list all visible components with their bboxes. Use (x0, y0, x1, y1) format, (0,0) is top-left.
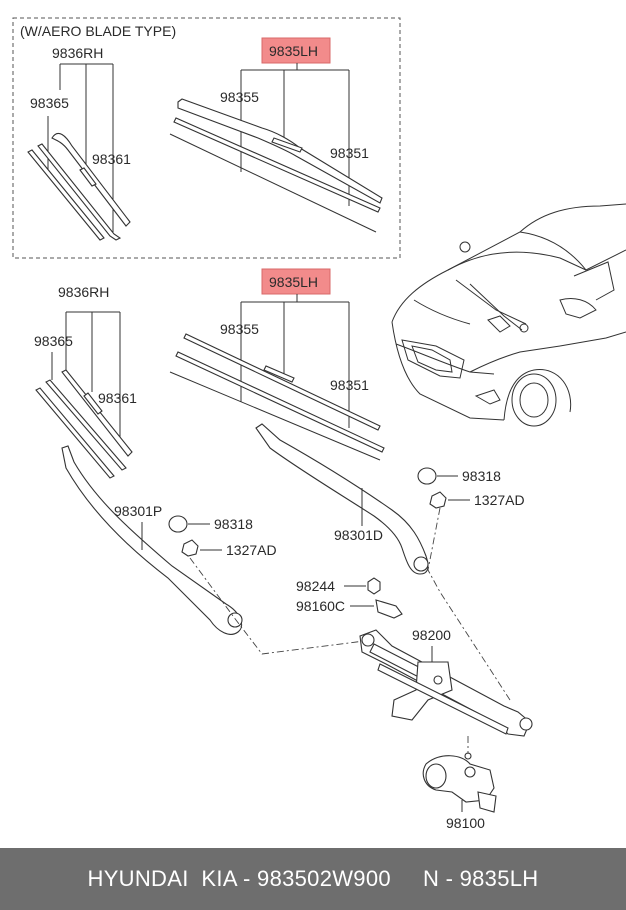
label-98160c[interactable]: 98160C (296, 598, 345, 614)
label-1327ad-left[interactable]: 1327AD (226, 542, 277, 558)
nut-98244 (367, 577, 381, 595)
dash-arm-right-to-linkage (427, 507, 511, 701)
lh-rubber-line (169, 371, 381, 461)
label-9835lh-inset[interactable]: 9835LH (269, 43, 318, 59)
rh-blade-adapter (83, 392, 103, 415)
label-98318-right[interactable]: 98318 (462, 468, 501, 484)
label-98355[interactable]: 98355 (220, 321, 259, 337)
vehicle-sketch (391, 203, 626, 427)
wiper-arm-98301p (61, 445, 243, 635)
highlight-9835lh (261, 268, 331, 295)
label-1327ad-right[interactable]: 1327AD (474, 492, 525, 508)
label-98318-left[interactable]: 98318 (214, 516, 253, 532)
label-98365-inset[interactable]: 98365 (30, 95, 69, 111)
lh-blade-adapter (263, 365, 295, 383)
lh-aero-blade-inset (177, 98, 383, 204)
wiper-arm-98301d (255, 423, 429, 575)
rh-blade-rubber (45, 379, 127, 471)
label-98200[interactable]: 98200 (412, 627, 451, 643)
lh-blade-frame (183, 333, 381, 431)
label-98244[interactable]: 98244 (296, 578, 335, 594)
lh-rubber-line-inset (169, 133, 377, 233)
wiper-parts-diagram: (W/AERO BLADE TYPE) 9836RH 98365 98361 9… (12, 17, 626, 831)
label-9836rh-inset[interactable]: 9836RH (52, 45, 103, 61)
lh-blade-adapter-inset (271, 137, 303, 153)
label-98301d[interactable]: 98301D (334, 527, 383, 543)
label-9836rh[interactable]: 9836RH (58, 284, 109, 300)
footer-bar: HYUNDAI KIA - 983502W900 N - 9835LH (0, 848, 626, 910)
label-98355-inset[interactable]: 98355 (220, 89, 259, 105)
leader-9835lh (240, 294, 350, 428)
aero-blade-inset-frame (12, 17, 401, 259)
bracket-98160c (375, 599, 403, 619)
cap-98318-right (417, 467, 437, 485)
nut-1327ad-right (429, 491, 447, 509)
lh-refill-strip-inset (173, 117, 381, 213)
nut-1327ad-left (181, 539, 199, 557)
inset-title: (W/AERO BLADE TYPE) (20, 23, 176, 39)
label-98365[interactable]: 98365 (34, 333, 73, 349)
dash-arm-left-to-linkage (189, 557, 373, 655)
arm-98301d-pivot (413, 556, 429, 572)
wiper-motor-98100 (422, 752, 497, 813)
rh-blade-adapter-inset (79, 167, 97, 187)
arm-98301p-pivot (227, 612, 243, 628)
leader-9836rh-inset (59, 63, 114, 232)
highlight-9835lh-inset (261, 37, 331, 64)
label-98351[interactable]: 98351 (330, 377, 369, 393)
label-98361-inset[interactable]: 98361 (92, 151, 131, 167)
footer-part-number: HYUNDAI KIA - 983502W900 N - 9835LH (87, 866, 539, 891)
rh-refill-strip-inset (27, 149, 105, 241)
rh-blade-rubber-inset (37, 143, 122, 241)
label-98351-inset[interactable]: 98351 (330, 145, 369, 161)
cap-98318-left (168, 515, 188, 533)
label-98361[interactable]: 98361 (98, 390, 137, 406)
rh-refill-strip (35, 387, 115, 479)
label-98301p[interactable]: 98301P (114, 503, 162, 519)
lh-refill-strip (175, 351, 385, 453)
label-98100[interactable]: 98100 (446, 815, 485, 831)
leader-9836rh (65, 311, 121, 442)
wiper-linkage-98200 (359, 629, 533, 737)
label-9835lh[interactable]: 9835LH (269, 274, 318, 290)
